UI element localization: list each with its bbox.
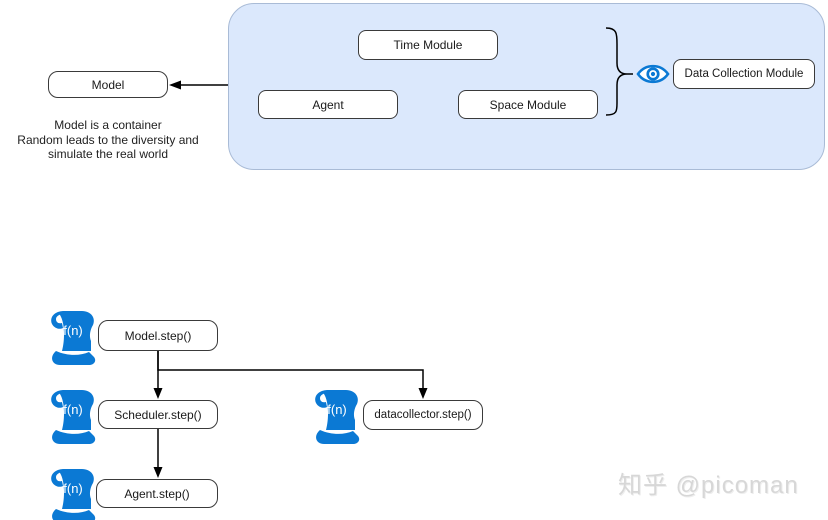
model-caption: Model is a container Random leads to the… xyxy=(0,118,216,162)
arrowhead-down-1 xyxy=(153,388,163,399)
fn-label: f(n) xyxy=(63,323,83,338)
zhihu-watermark: 知乎 @picoman xyxy=(618,472,799,499)
function-scroll-icon-datacollector-step: f(n) xyxy=(315,390,360,444)
function-scroll-icon-agent-step: f(n) xyxy=(51,469,96,520)
function-scroll-icon-model-step: f(n) xyxy=(51,311,96,365)
node-time-module: Time Module xyxy=(358,30,498,60)
eye-icon xyxy=(636,64,670,84)
fn-label: f(n) xyxy=(63,402,83,417)
node-agent: Agent xyxy=(258,90,398,119)
model-caption-line: simulate the real world xyxy=(47,147,169,161)
arrowhead-left xyxy=(169,80,181,90)
node-scheduler-step: Scheduler.step() xyxy=(98,400,218,429)
fn-label: f(n) xyxy=(63,481,83,496)
arrow-modelstep-to-datacollector xyxy=(157,351,424,389)
node-datacollector-step: datacollector.step() xyxy=(363,400,483,430)
node-model: Model xyxy=(48,71,168,98)
fn-label: f(n) xyxy=(327,402,347,417)
model-caption-line: Random leads to the diversity and xyxy=(17,132,199,147)
arrowhead-down-2 xyxy=(418,388,428,399)
node-model-step: Model.step() xyxy=(98,320,218,351)
node-space-module: Space Module xyxy=(458,90,598,119)
node-agent-step: Agent.step() xyxy=(96,479,218,508)
node-data-collection-module: Data Collection Module xyxy=(673,59,815,89)
model-caption-line: Model is a container xyxy=(54,118,162,132)
arrowhead-down-3 xyxy=(153,467,163,478)
curly-brace xyxy=(605,27,633,116)
function-scroll-icon-scheduler-step: f(n) xyxy=(51,390,96,444)
